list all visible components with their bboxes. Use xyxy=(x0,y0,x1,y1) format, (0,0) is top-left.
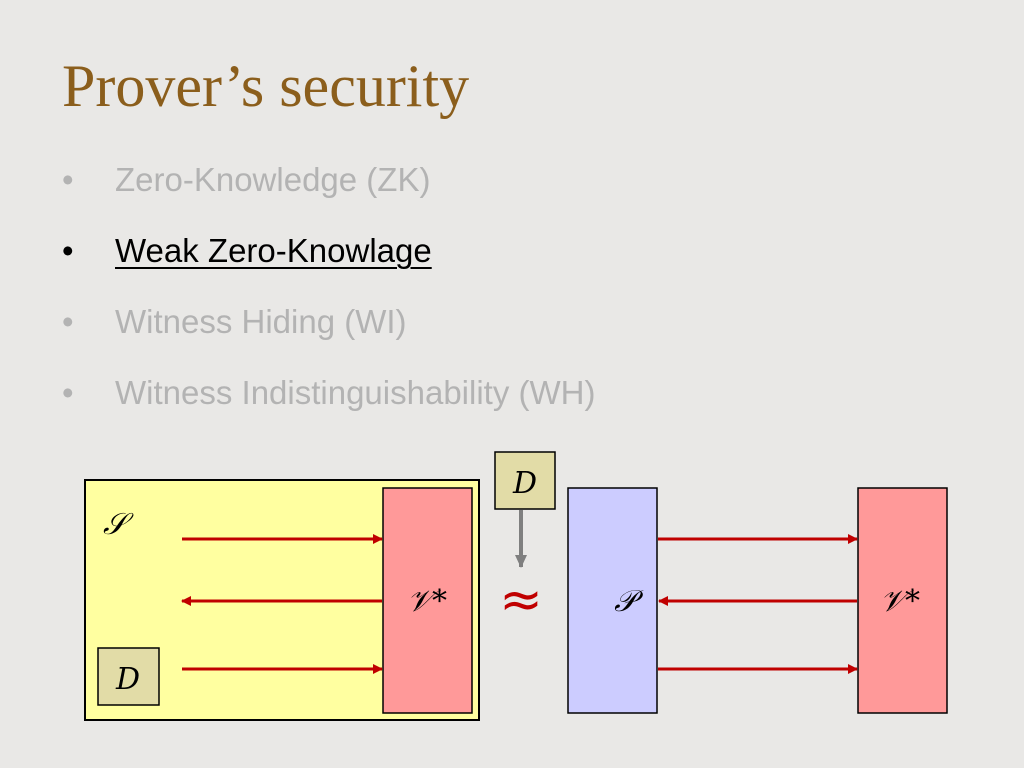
approx-symbol: ≈ xyxy=(499,570,543,630)
verifier-label-left: 𝒱* xyxy=(407,584,447,619)
bullet-marker: • xyxy=(62,374,74,411)
bullet-marker: • xyxy=(62,303,74,340)
distinguisher-label-inner: D xyxy=(115,662,140,697)
bullet-text: Witness Hiding (WI) xyxy=(115,303,407,340)
prover-box xyxy=(567,487,658,714)
distinguisher-box-inner xyxy=(97,647,160,706)
bullet-text: Zero-Knowledge (ZK) xyxy=(115,161,431,198)
bullet-marker: • xyxy=(62,161,74,198)
bullet-marker: • xyxy=(62,232,74,269)
distinguisher-box xyxy=(494,451,556,510)
distinguisher-label: D xyxy=(512,466,537,501)
slide-title: Prover’s security xyxy=(62,53,470,119)
verifier-label-right: 𝒱* xyxy=(880,584,920,619)
bullet-text: Weak Zero-Knowlage xyxy=(115,232,432,269)
bullet-text: Witness Indistinguishability (WH) xyxy=(115,374,596,411)
verifier-box-right xyxy=(857,487,948,714)
verifier-box-left xyxy=(382,487,473,714)
